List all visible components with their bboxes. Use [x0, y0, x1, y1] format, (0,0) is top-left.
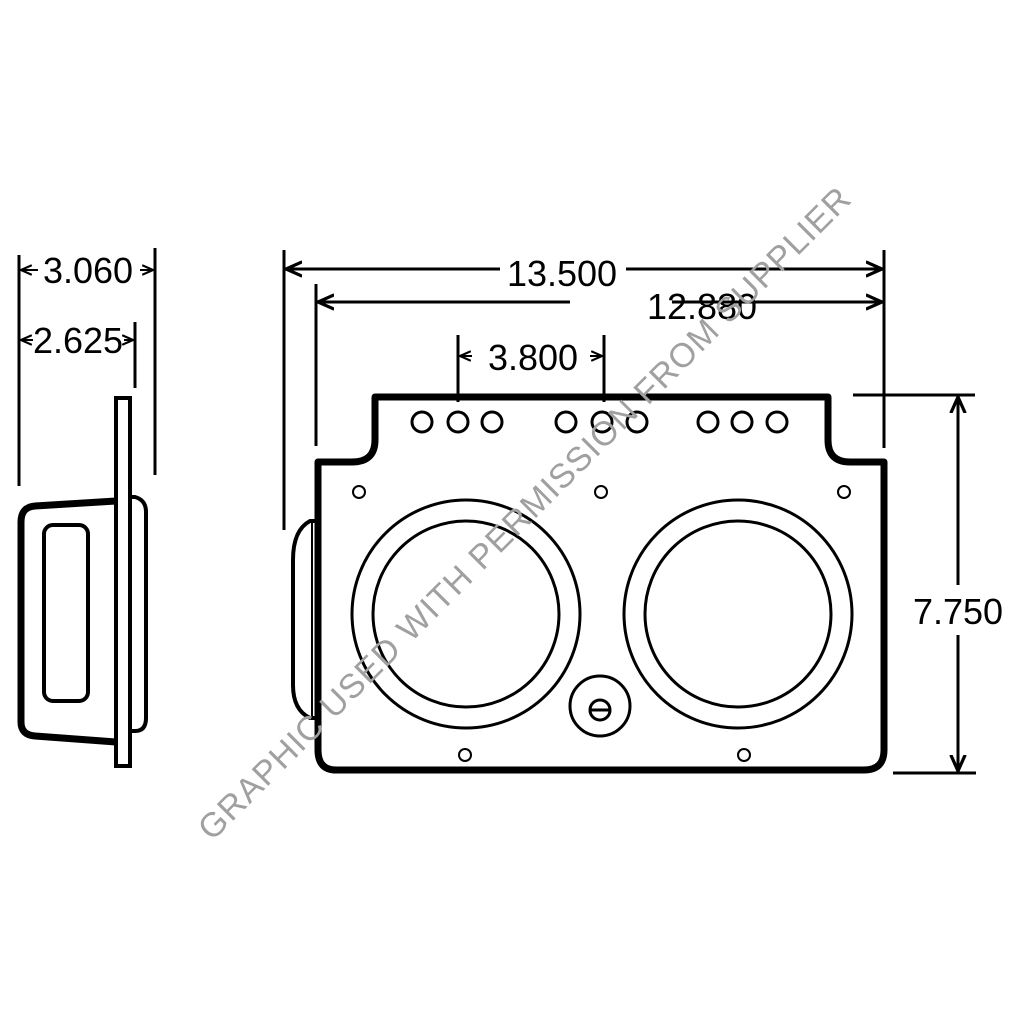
- side-rear-bump: [130, 495, 148, 733]
- right-lamp-outer-ring: [622, 498, 854, 730]
- side-lens-window: [42, 523, 90, 703]
- front-view: 13.500 12.880 3.800 7.750: [282, 250, 1003, 775]
- led-hole: [590, 410, 614, 434]
- mounting-hole: [737, 748, 751, 762]
- led-hole: [625, 410, 649, 434]
- top-led-holes: [410, 410, 789, 434]
- led-hole: [696, 410, 720, 434]
- left-lamp-lens: [371, 519, 561, 709]
- dim-overall-depth: 3.060: [43, 250, 133, 291]
- dim-hole-spacing: 3.800: [488, 337, 578, 378]
- center-screw-boss: [568, 674, 632, 738]
- led-hole: [480, 410, 504, 434]
- led-hole: [554, 410, 578, 434]
- housing-outline: [314, 393, 888, 774]
- side-view: 3.060 2.625: [17, 248, 157, 768]
- dim-overall-width: 13.500: [507, 253, 617, 294]
- housing-side-bump: [291, 519, 318, 720]
- dim-overall-height: 7.750: [913, 591, 1003, 632]
- left-lamp-outer-ring: [350, 498, 582, 730]
- mounting-hole: [352, 485, 366, 499]
- mounting-hole: [837, 485, 851, 499]
- right-lamp-lens: [643, 519, 833, 709]
- led-hole: [410, 410, 434, 434]
- side-body: [17, 497, 117, 746]
- led-hole: [446, 410, 470, 434]
- dim-housing-width: 12.880: [647, 286, 757, 327]
- led-hole: [730, 410, 754, 434]
- mounting-hole: [594, 485, 608, 499]
- led-hole: [765, 410, 789, 434]
- side-flange-plate: [114, 396, 132, 768]
- dim-flange-depth: 2.625: [33, 320, 123, 361]
- mounting-hole: [458, 748, 472, 762]
